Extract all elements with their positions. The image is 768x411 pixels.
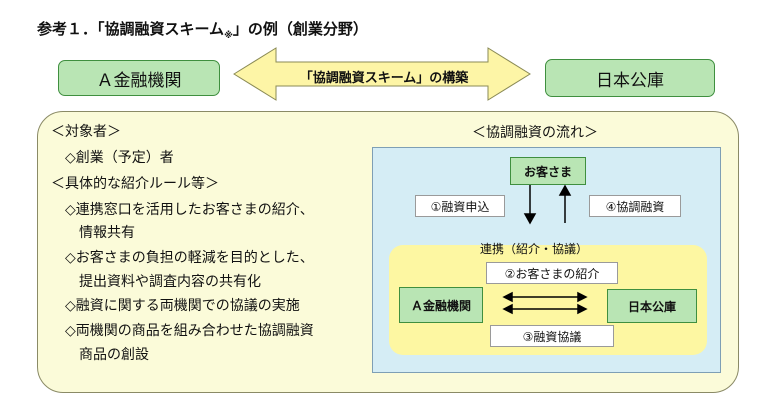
page-title: 参考１．「協調融資スキーム※」の例（創業分野） — [37, 18, 368, 41]
vertical-flow-arrows — [523, 184, 572, 225]
title-note-mark: ※ — [224, 31, 233, 41]
scheme-label: 「協調融資スキーム」の構築 — [299, 70, 469, 86]
step3-label: ③融資協議 — [490, 325, 614, 347]
step4-label: ④協調融資 — [589, 195, 681, 217]
rule-item-3: ◇融資に関する両機関での協議の実施 — [65, 298, 300, 314]
rule-item-2-cont: 提出資料や調査内容の共有化 — [79, 274, 261, 290]
jfc-header-box: 日本公庫 — [545, 59, 715, 97]
up-arrow — [558, 184, 572, 223]
rule-item-2: ◇お客さまの負担の軽減を目的とした、 — [65, 250, 314, 266]
target-heading: ＜対象者＞ — [51, 124, 121, 140]
flow-title: ＜協調融資の流れ＞ — [472, 125, 598, 141]
target-item: ◇創業（予定）者 — [65, 150, 174, 166]
bank-exchange-arrows — [502, 291, 588, 315]
step2-label: ②お客さまの紹介 — [486, 262, 618, 284]
rule-item-4: ◇両機関の商品を組み合わせた協調融資 — [65, 323, 314, 339]
title-main-text: 参考１．「協調融資スキーム — [37, 20, 225, 38]
bank-a-header-box: Ａ金融機関 — [58, 60, 220, 96]
rule-item-4-cont: 商品の創設 — [79, 347, 149, 363]
rules-heading: ＜具体的な紹介ルール等＞ — [51, 176, 219, 192]
title-tail-text: 」の例（創業分野） — [232, 20, 368, 38]
step1-label: ①融資申込 — [415, 195, 505, 217]
customer-node: お客さま — [510, 157, 586, 185]
rule-item-1: ◇連携窓口を活用したお客さまの紹介、 — [65, 202, 314, 218]
jfc-node: 日本公庫 — [607, 289, 697, 323]
scheme-double-arrow — [233, 47, 531, 101]
cooperation-label: 連携（紹介・協議） — [480, 242, 589, 256]
down-arrow — [523, 185, 537, 225]
rule-item-1-cont: 情報共有 — [79, 225, 135, 241]
bank-a-node: Ａ金融機関 — [399, 287, 483, 323]
